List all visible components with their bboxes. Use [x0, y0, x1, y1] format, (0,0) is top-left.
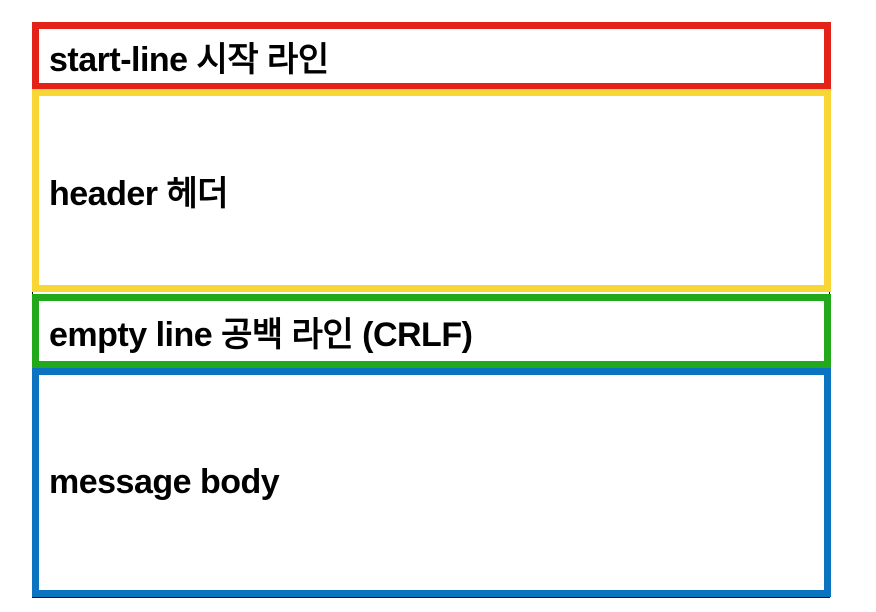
message-body-label: message body	[49, 463, 280, 501]
header-label: header 헤더	[49, 175, 229, 213]
empty-line-label: empty line 공백 라인 (CRLF)	[49, 315, 473, 354]
start-line-box: start-line 시작 라인	[32, 22, 831, 90]
header-box: header 헤더	[32, 89, 831, 292]
message-body-box: message body	[32, 368, 831, 597]
start-line-label: start-line 시작 라인	[49, 40, 329, 79]
empty-line-box: empty line 공백 라인 (CRLF)	[32, 294, 831, 368]
